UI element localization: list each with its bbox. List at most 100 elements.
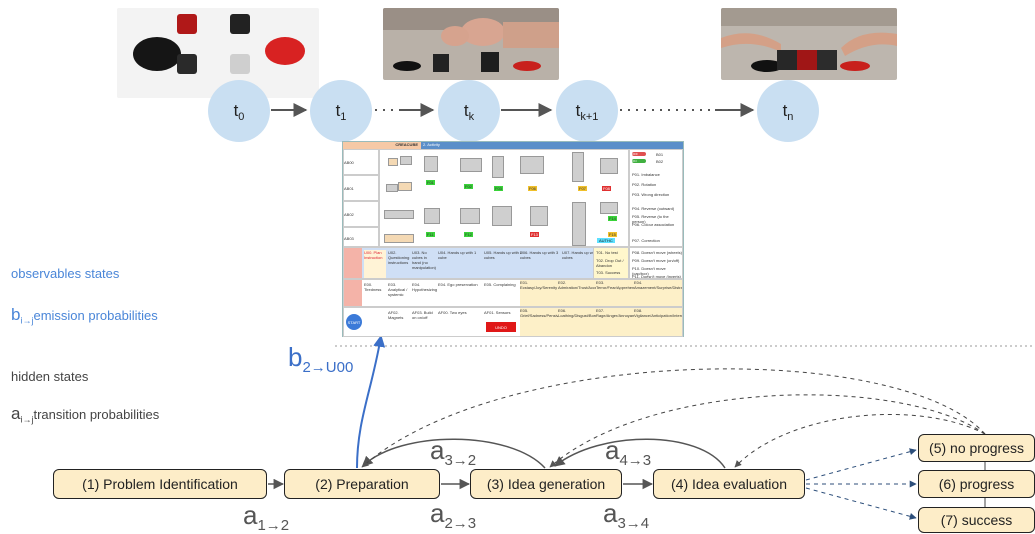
transition-symbol: a <box>430 498 445 528</box>
time-step-sub: n <box>787 111 794 123</box>
observables-label: observables states <box>11 266 120 281</box>
cube <box>492 206 512 226</box>
cube-grid: F01 F02 F03 F06 F07 F08 F11 F12 F13 F14 … <box>379 149 629 247</box>
problems-panel: OFF ON B01 B02 P01. Imbalance P02. Rotat… <box>629 149 683 247</box>
code-tag: F01 <box>426 180 435 185</box>
hidden-label: hidden states <box>11 369 89 384</box>
black-disc <box>393 61 421 71</box>
outcome-arrow-success <box>805 487 917 520</box>
emotion-row: E00. Tiredness E03. Analytical / systemi… <box>343 279 683 307</box>
photo-t0 <box>117 8 319 98</box>
cube <box>384 234 414 243</box>
time-step-sub: 0 <box>238 111 245 123</box>
problem-item: P10. Doesn't move (cap/box) <box>632 266 666 276</box>
time-step-sub: k <box>468 111 475 123</box>
dashed-arc-to-2 <box>361 368 986 468</box>
state-success: (7) success <box>918 507 1035 533</box>
action-item: U02. Questioning instructions <box>388 250 410 265</box>
action-item: U06. Hands up with 3 cubes <box>520 250 559 260</box>
cube <box>572 202 586 246</box>
transition-label-4-3: a4→3 <box>605 437 651 468</box>
switch-b02: B02 <box>656 159 664 164</box>
transition-sub: i→j <box>20 414 34 425</box>
emission-example-symbol: b <box>288 342 303 372</box>
misc-item: AF00. Two eyes <box>438 310 467 315</box>
time-step-sub: 1 <box>340 111 347 123</box>
action-item: U03. No cubes in hand (no manipulation) <box>412 250 437 270</box>
cube <box>797 50 817 70</box>
code-tag: F06 <box>528 186 537 191</box>
red-disc <box>513 61 541 71</box>
row-label: AB02 <box>343 201 379 227</box>
problem-item: P01. Imbalance <box>632 172 660 177</box>
emotion-item: E07. Rage/Anger/Annoyance <box>596 308 638 336</box>
emotion-item: E01. Ecstasy/Joy/Serenity <box>520 280 558 306</box>
undo-button: UNDO <box>486 322 516 332</box>
cube <box>600 158 618 174</box>
transition-label: ai→jtransition probabilities <box>11 404 159 425</box>
code-tag: F14 <box>608 216 617 221</box>
white-cube <box>230 54 250 74</box>
state-progress: (6) progress <box>918 470 1035 498</box>
cube <box>530 206 548 226</box>
state-no-progress: (5) no progress <box>918 434 1035 462</box>
problem-item: P04. Reverse (outward) <box>632 206 675 211</box>
misc-item: AF01. Sensors <box>484 310 511 315</box>
row-label: AB03 <box>343 227 379 247</box>
task-item: T01. No test <box>596 250 618 255</box>
photo-tk-scene <box>383 8 559 80</box>
cube <box>424 208 440 224</box>
row-label: AB00 <box>343 149 379 175</box>
dark-cube <box>177 54 197 74</box>
emotion-item: E05. Complaining <box>484 282 516 287</box>
task-item: T03. Success <box>596 270 621 275</box>
cube <box>492 156 504 178</box>
transition-symbol: a <box>430 435 445 465</box>
red-cube <box>177 14 197 34</box>
time-step-label: t <box>233 101 239 120</box>
problem-item: P02. Rotation <box>632 182 657 187</box>
task-item: T02. Drop Out / Abandon <box>596 258 624 268</box>
action-item: U05. Hands up with 2 cubes <box>484 250 523 260</box>
action-category <box>344 248 362 278</box>
row-label: AB01 <box>343 175 379 201</box>
dashed-arc-to-3 <box>549 394 986 468</box>
transition-arrow-3-2 <box>362 438 546 469</box>
start-button: START <box>346 314 362 330</box>
emotion-item: E00. Tiredness <box>364 282 382 292</box>
action-item: U00. Plan Instruction <box>364 250 386 278</box>
problems-panel-2: P08. Doesn't move (wheels) P09. Doesn't … <box>629 247 683 279</box>
emotion-item: E08. Vigilance/Anticipation/Interest <box>634 308 682 336</box>
transition-label-1-2: a1→2 <box>243 502 289 533</box>
cube <box>433 54 449 72</box>
code-tag: F11 <box>426 232 435 237</box>
code-tag: F03 <box>494 186 503 191</box>
time-step-label: t <box>782 101 788 120</box>
code-tag: F08 <box>602 186 611 191</box>
emotion-category <box>344 280 362 306</box>
switch-b01: B01 <box>656 152 664 157</box>
transition-sub: 1→2 <box>257 517 290 534</box>
problem-item: P07. Correction <box>632 238 660 243</box>
problem-item: P05. Reverse (to the person) <box>632 214 669 224</box>
emotion-item: E04. Hypothesizing <box>412 282 438 292</box>
transition-symbol: a <box>605 435 620 465</box>
misc-item: AF03. Build on on/off <box>412 310 433 320</box>
cube <box>386 184 398 192</box>
emission-example-label: b2→U00 <box>288 344 353 375</box>
transition-label-2-3: a2→3 <box>430 500 476 531</box>
cube <box>400 156 412 165</box>
misc-item: AF02. Magnets <box>388 310 404 320</box>
black-disc <box>133 37 181 71</box>
transition-label-3-2: a3→2 <box>430 437 476 468</box>
code-tag: F07 <box>578 186 587 191</box>
photo-t0-scene <box>117 8 319 98</box>
transition-label-3-4: a3→4 <box>603 500 649 531</box>
cube <box>777 50 797 70</box>
emission-arrow <box>356 334 386 469</box>
time-step-sub: k+1 <box>580 111 599 123</box>
